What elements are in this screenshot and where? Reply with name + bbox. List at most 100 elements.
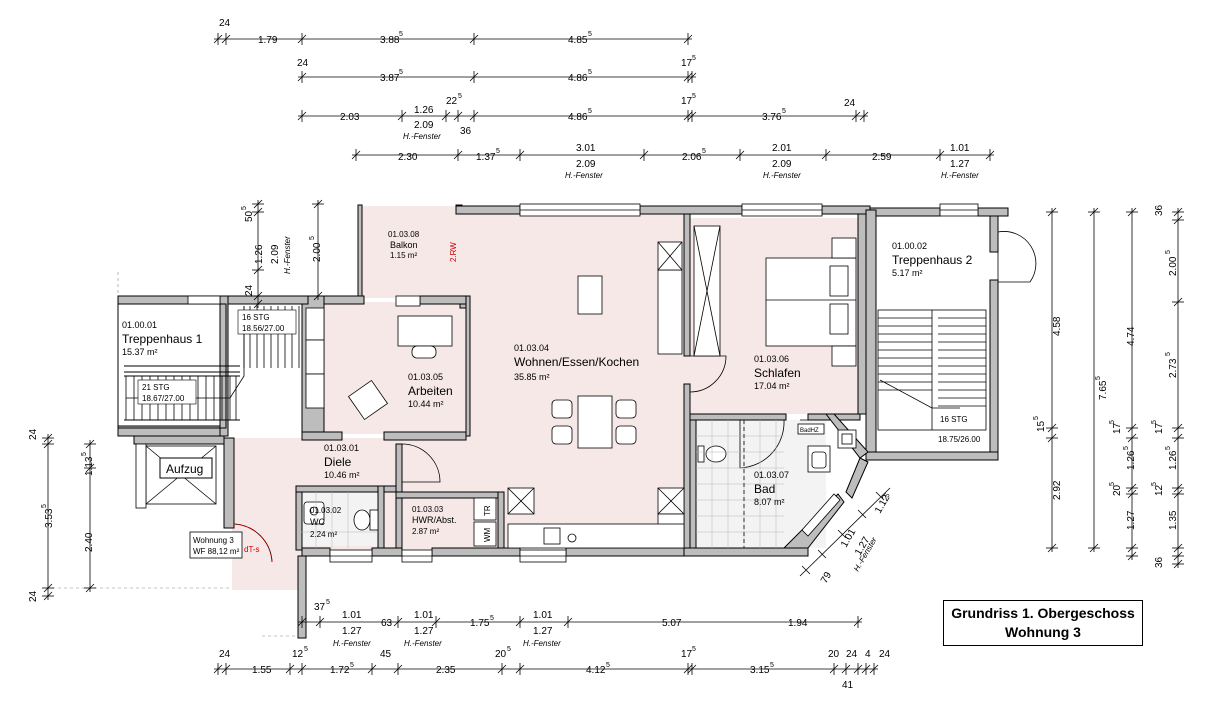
- dim-r4-b: 2.00: [1168, 256, 1179, 276]
- dim-r3-d: 20: [1112, 484, 1123, 496]
- dim-t3-e: 36: [460, 126, 472, 137]
- room-name-treppenhaus1: Treppenhaus 1: [122, 332, 203, 346]
- dim-t4-c: 3.01: [576, 143, 596, 154]
- room-name-wc: WC: [310, 517, 325, 527]
- dim-r3-a: 4.74: [1126, 326, 1137, 346]
- dim-b2-g: 24: [846, 649, 858, 660]
- dim-l2-a: 1.13: [84, 456, 95, 476]
- dim-b3-b-sup: 5: [350, 662, 354, 669]
- dim-r2-a-sup: 5: [1095, 376, 1102, 380]
- badhz-label: BadHZ: [800, 428, 819, 434]
- dim-r3-e: 1.27: [1126, 510, 1137, 530]
- room-number-treppenhaus2: 01.00.02: [892, 241, 927, 251]
- dimension-lines: [42, 33, 1184, 675]
- wohnung-tag: Wohnung 3: [193, 536, 234, 545]
- room-number-treppenhaus1: 01.00.01: [122, 320, 157, 330]
- dim-t4-b-sup: 5: [496, 148, 500, 155]
- dim-line: [801, 565, 811, 575]
- dim-t2-b: 3.87: [380, 73, 400, 84]
- dim-r4-a: 36: [1154, 204, 1165, 216]
- room-name-diele: Diele: [324, 455, 352, 469]
- dim-t3-d-sup: 5: [458, 93, 462, 100]
- dim-b2-i: 24: [879, 649, 891, 660]
- dim-r3-c-sup: 5: [1123, 446, 1130, 450]
- plan-title-box: Grundriss 1. Obergeschoss Wohnung 3: [943, 600, 1143, 646]
- room-area-schlafen: 17.04 m²: [754, 381, 790, 391]
- dim-b1-hf3: H.-Fenster: [523, 639, 561, 648]
- dim-r3-d-sup: 5: [1109, 482, 1116, 486]
- dim-t2-a: 24: [297, 58, 309, 69]
- dim-b1-g-sup: 5: [490, 615, 494, 622]
- wohnung-wf: WF 88,12 m²: [193, 547, 240, 556]
- dim-t4-hfenster2: H.-Fenster: [763, 171, 801, 180]
- dim-t2-c-sup: 5: [588, 69, 592, 76]
- dim-b3-e-sup: 5: [770, 662, 774, 669]
- wm-label: WM: [483, 527, 492, 542]
- dim-b2-a: 24: [219, 649, 231, 660]
- dim-b2-d: 20: [495, 649, 507, 660]
- room-area-wc: 2.24 m²: [310, 530, 337, 539]
- rw-label: 2.RW: [449, 242, 458, 262]
- dim-r1-b-sup: 5: [1033, 416, 1040, 420]
- room-labels: 01.03.08 Balkon 1.15 m² 01.03.04 Wohnen/…: [122, 230, 973, 539]
- dim-t3-f-sup: 5: [588, 108, 592, 115]
- dim-t2-b-sup: 5: [399, 69, 403, 76]
- dim-r1-a: 4.58: [1052, 316, 1063, 336]
- dim-t4-d: 2.09: [576, 159, 596, 170]
- dim-t4-h: 2.59: [872, 152, 892, 163]
- dim-l1-b-sup: 5: [41, 504, 48, 508]
- dim-r4-h: 36: [1154, 556, 1165, 568]
- aufzug-label: Aufzug: [166, 462, 203, 476]
- room-name-balkon: Balkon: [390, 240, 418, 250]
- dim-t3-b: 1.26: [414, 105, 434, 116]
- dim-r4-e-sup: 5: [1165, 446, 1172, 450]
- dim-b1-hf1: H.-Fenster: [333, 639, 371, 648]
- room-area-treppenhaus1: 15.37 m²: [122, 347, 158, 357]
- dim-b3-d-sup: 5: [606, 662, 610, 669]
- dim-b2-b-sup: 5: [304, 646, 308, 653]
- vertical-dimension-texts: 4.58 15 5 2.92 7.65 5 4.74 17 5 1.26 5 2…: [28, 204, 1179, 602]
- dim-t1-d: 4.85: [568, 35, 588, 46]
- dim-t3-d: 22: [446, 96, 458, 107]
- dim-l1-a: 24: [28, 428, 39, 440]
- dashed-lines: [46, 272, 298, 637]
- misc-labels: Aufzug Wohnung 3 WF 88,12 m² dT-s 2.RW T…: [137, 242, 981, 559]
- dim-t4-b: 1.37: [476, 152, 496, 163]
- room-name-treppenhaus2: Treppenhaus 2: [892, 253, 973, 267]
- dim-r4-e: 1.26: [1168, 450, 1179, 470]
- dim-t4-a: 2.30: [398, 152, 418, 163]
- plan-title-line1: Grundriss 1. Obergeschoss: [951, 605, 1135, 621]
- room-number-schlafen: 01.03.06: [754, 354, 789, 364]
- room-number-wc: 01.03.02: [310, 506, 342, 515]
- dim-b2-e-sup: 5: [692, 646, 696, 653]
- dim-t1-a: 24: [219, 18, 231, 29]
- dim-t4-e-sup: 5: [702, 148, 706, 155]
- dim-t4-hfenster1: H.-Fenster: [565, 171, 603, 180]
- dim-l2-a-sup: 5: [81, 452, 88, 456]
- dim-line: [817, 549, 827, 559]
- dim-bk-c: 2.09: [270, 244, 281, 264]
- dim-d-a: 79: [819, 570, 834, 586]
- room-number-wohnen: 01.03.04: [514, 343, 549, 353]
- room-number-hwr: 01.03.03: [412, 505, 444, 514]
- dim-b1-f: 1.27: [414, 626, 434, 637]
- stairs1-bot-label: 21 STG: [142, 383, 170, 392]
- dim-bk-d: 2.00: [312, 242, 323, 262]
- dim-t4-hfenster3: H.-Fenster: [941, 171, 979, 180]
- dim-t3-h-sup: 5: [782, 108, 786, 115]
- dim-b1-j: 5.07: [662, 618, 682, 629]
- dim-r3-b: 17: [1112, 422, 1123, 434]
- dim-r4-c-sup: 5: [1165, 352, 1172, 356]
- dim-line: [799, 487, 891, 577]
- dim-b2-f: 20: [828, 649, 840, 660]
- dim-b1-g: 1.75: [470, 618, 490, 629]
- stairs2-label: 16 STG: [940, 415, 968, 424]
- dim-l1-c: 24: [28, 590, 39, 602]
- dim-t1-c: 3.88: [380, 35, 400, 46]
- dim-t3-a: 2.03: [340, 112, 360, 123]
- stairs1-top-label: 16 STG: [242, 313, 270, 322]
- dim-r3-b-sup: 5: [1109, 420, 1116, 424]
- dim-b1-a: 37: [314, 602, 326, 613]
- dim-t4-e: 2.06: [682, 152, 702, 163]
- room-area-balkon: 1.15 m²: [390, 251, 417, 260]
